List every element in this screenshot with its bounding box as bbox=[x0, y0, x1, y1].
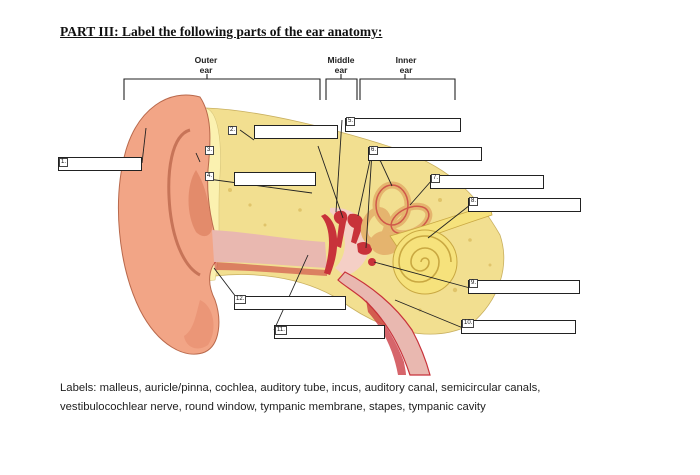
marker-10: 10. bbox=[462, 319, 475, 328]
auricle-fold bbox=[167, 128, 201, 277]
page-title: PART III: Label the following parts of t… bbox=[60, 24, 383, 39]
pointer-11 bbox=[273, 254, 309, 331]
marker-7: 7. bbox=[431, 174, 441, 183]
round-window-shape bbox=[368, 258, 376, 266]
incus-shape bbox=[347, 213, 364, 244]
middle-ear-heading-line2: ear bbox=[334, 65, 348, 75]
middle-ear-heading: Middle ear bbox=[316, 55, 366, 75]
answer-box-5[interactable] bbox=[345, 118, 461, 132]
pointer-lines bbox=[141, 119, 471, 331]
answer-box-8[interactable] bbox=[468, 198, 581, 212]
outer-ear-heading-line2: ear bbox=[199, 65, 213, 75]
answer-box-6[interactable] bbox=[368, 147, 482, 161]
answer-box-11[interactable] bbox=[274, 325, 385, 339]
pointer-7 bbox=[409, 179, 433, 206]
marker-11: 11. bbox=[275, 326, 287, 335]
pointer-1 bbox=[141, 127, 147, 164]
malleus-shape bbox=[333, 210, 348, 248]
answer-box-9[interactable] bbox=[468, 280, 580, 294]
pointer-6b bbox=[365, 150, 373, 249]
concha bbox=[188, 170, 213, 237]
pointer-5a bbox=[317, 145, 344, 219]
marker-2: 2. bbox=[228, 126, 238, 135]
pointer-6a bbox=[357, 150, 373, 217]
pointer-2 bbox=[239, 129, 255, 141]
marker-1: 1. bbox=[59, 158, 69, 167]
pointer-6c bbox=[379, 159, 393, 187]
marker-9: 9. bbox=[469, 279, 479, 288]
marker-4: 4. bbox=[205, 172, 215, 181]
answer-box-7[interactable] bbox=[430, 175, 544, 189]
marker-8: 8. bbox=[469, 197, 479, 206]
pointer-12 bbox=[213, 267, 237, 298]
answer-box-2[interactable] bbox=[254, 125, 338, 139]
cochlea-shape bbox=[392, 229, 458, 295]
auricle-pinna bbox=[117, 94, 223, 355]
auditory-canal-shape bbox=[212, 230, 327, 268]
marker-5: 5. bbox=[346, 117, 356, 126]
inner-ear-heading: Inner ear bbox=[381, 55, 431, 75]
answer-box-1[interactable] bbox=[58, 157, 142, 171]
middle-ear-heading-line1: Middle bbox=[327, 55, 355, 65]
inner-ear-heading-line1: Inner bbox=[395, 55, 417, 65]
auditory-tube-wall bbox=[366, 300, 406, 375]
outer-ear-heading-line1: Outer bbox=[194, 55, 218, 65]
marker-3: 3. bbox=[205, 146, 215, 155]
pointer-3 bbox=[195, 152, 201, 163]
tympanic-membrane-shape bbox=[321, 214, 338, 275]
region-brackets bbox=[123, 74, 456, 100]
answer-box-12[interactable] bbox=[234, 296, 346, 310]
marker-12: 12. bbox=[234, 295, 247, 304]
earlobe bbox=[184, 300, 214, 349]
pointer-8 bbox=[427, 204, 471, 239]
middle-ear-bracket bbox=[325, 74, 358, 100]
stapes-shape bbox=[357, 242, 372, 255]
pointer-10 bbox=[394, 299, 464, 329]
auditory-canal-shadow bbox=[214, 262, 327, 276]
inner-ear-bracket bbox=[359, 74, 456, 100]
pointer-5b bbox=[335, 119, 343, 213]
outer-ear-bracket bbox=[123, 74, 321, 100]
pointer-4 bbox=[207, 178, 313, 194]
inner-ear-heading-line2: ear bbox=[399, 65, 413, 75]
pointer-9 bbox=[373, 261, 471, 289]
marker-6: 6. bbox=[369, 146, 379, 155]
answer-box-10[interactable] bbox=[461, 320, 576, 334]
ossicles bbox=[333, 210, 372, 255]
labels-word-bank: Labels: malleus, auricle/pinna, cochlea,… bbox=[60, 382, 541, 413]
auditory-tube-shape bbox=[337, 271, 431, 376]
outer-ear-heading: Outer ear bbox=[181, 55, 231, 75]
answer-box-4[interactable] bbox=[234, 172, 316, 186]
